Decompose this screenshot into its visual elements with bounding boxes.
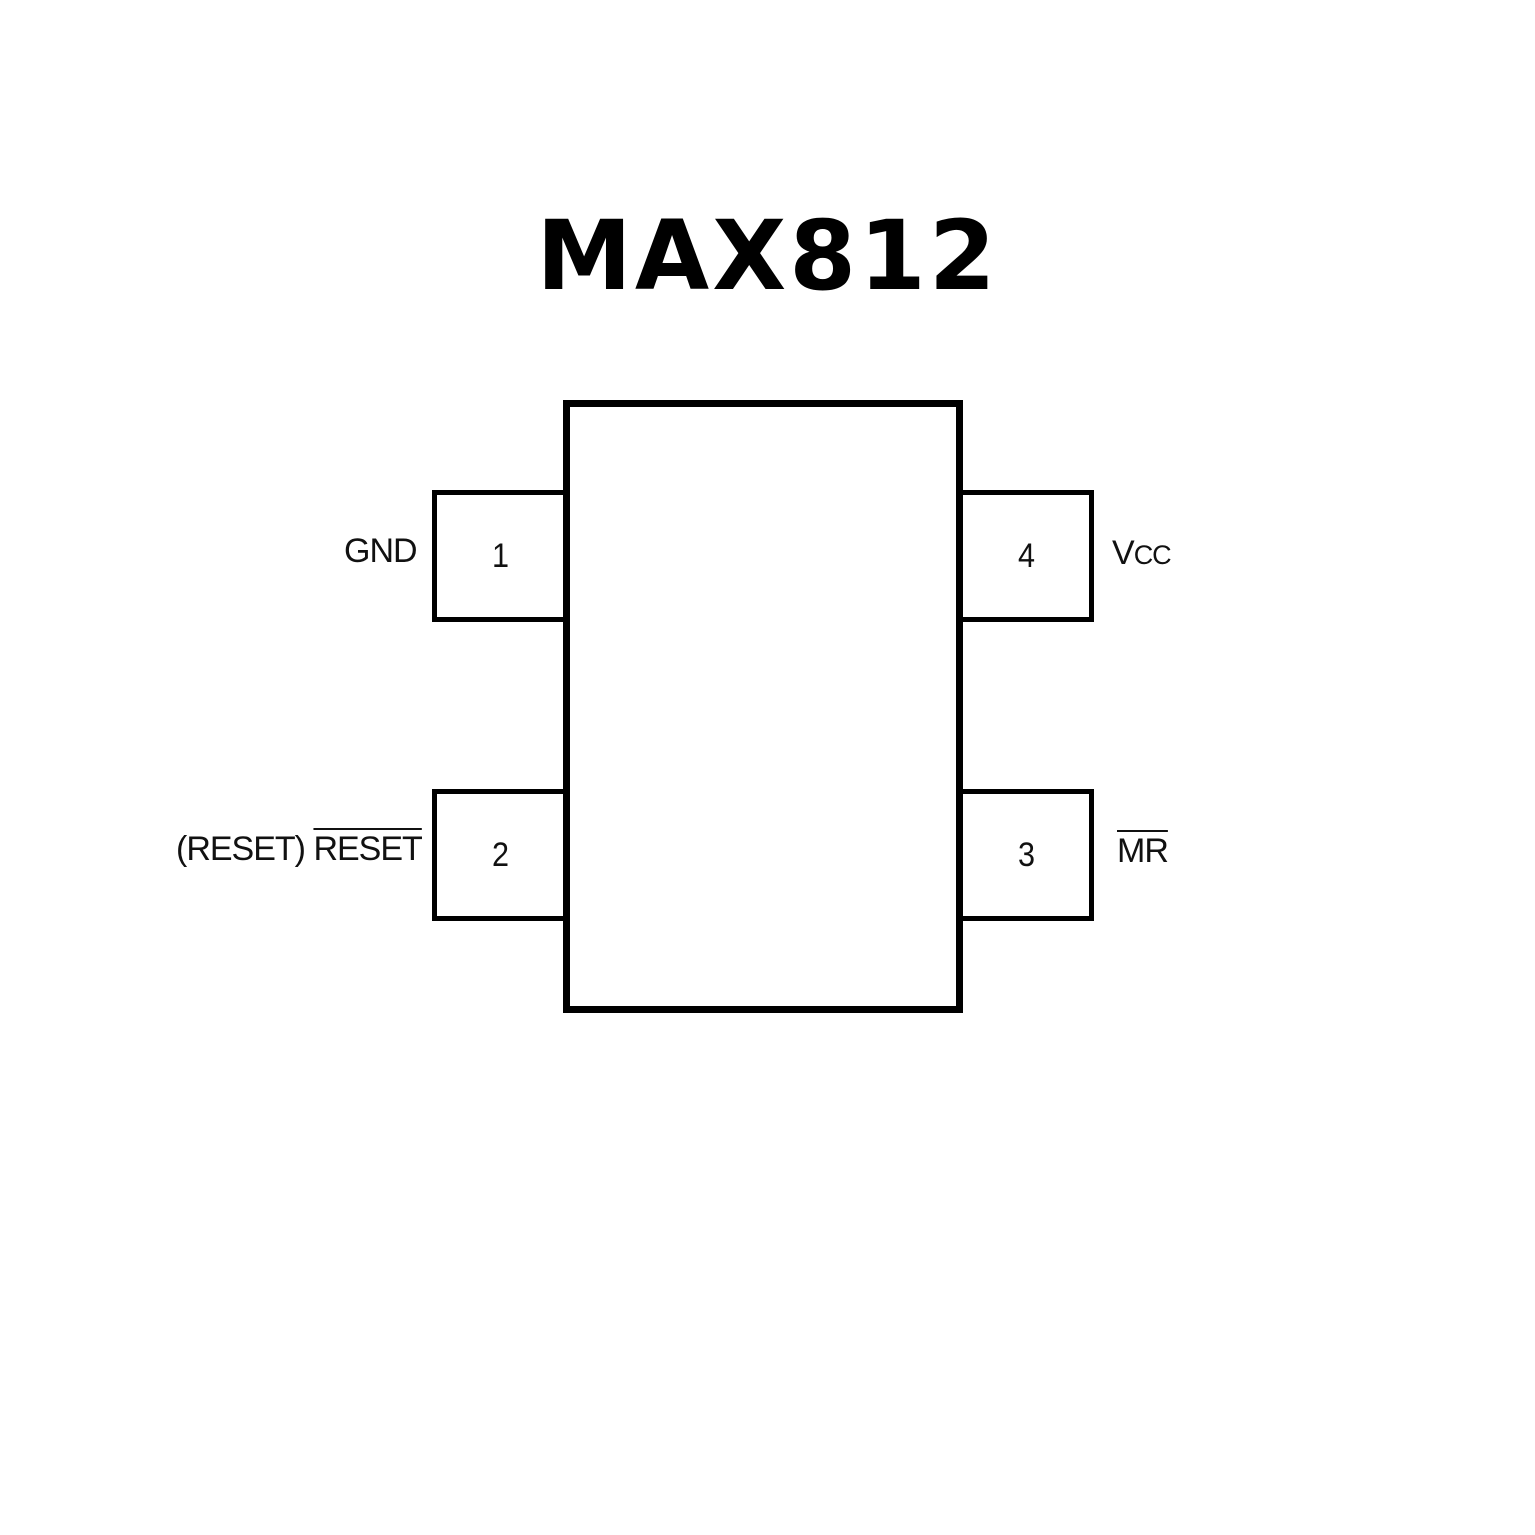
pin-4: 4 [958,490,1094,622]
pin-4-label: VCC [1112,534,1172,573]
chip-title: MAX812 [536,200,999,312]
pin-2-label-main: RESET [313,830,422,868]
pin-2-number: 2 [491,835,509,874]
chip-body [563,400,963,1013]
pin-3: 3 [958,789,1094,921]
pin-2-label-prefix: (RESET) [176,830,306,868]
pin-2-label: (RESET) RESET [176,830,423,869]
pin-2: 2 [432,789,568,921]
pin-4-number: 4 [1017,536,1035,575]
pin-4-label-main: V [1112,534,1135,572]
pin-1-label: GND [344,532,418,570]
pin-3-label: MR [1117,832,1169,870]
pin-1-number: 1 [491,536,509,575]
pin-3-number: 3 [1017,835,1035,874]
pin-1: 1 [432,490,568,622]
pin-4-label-sub: CC [1133,540,1172,570]
